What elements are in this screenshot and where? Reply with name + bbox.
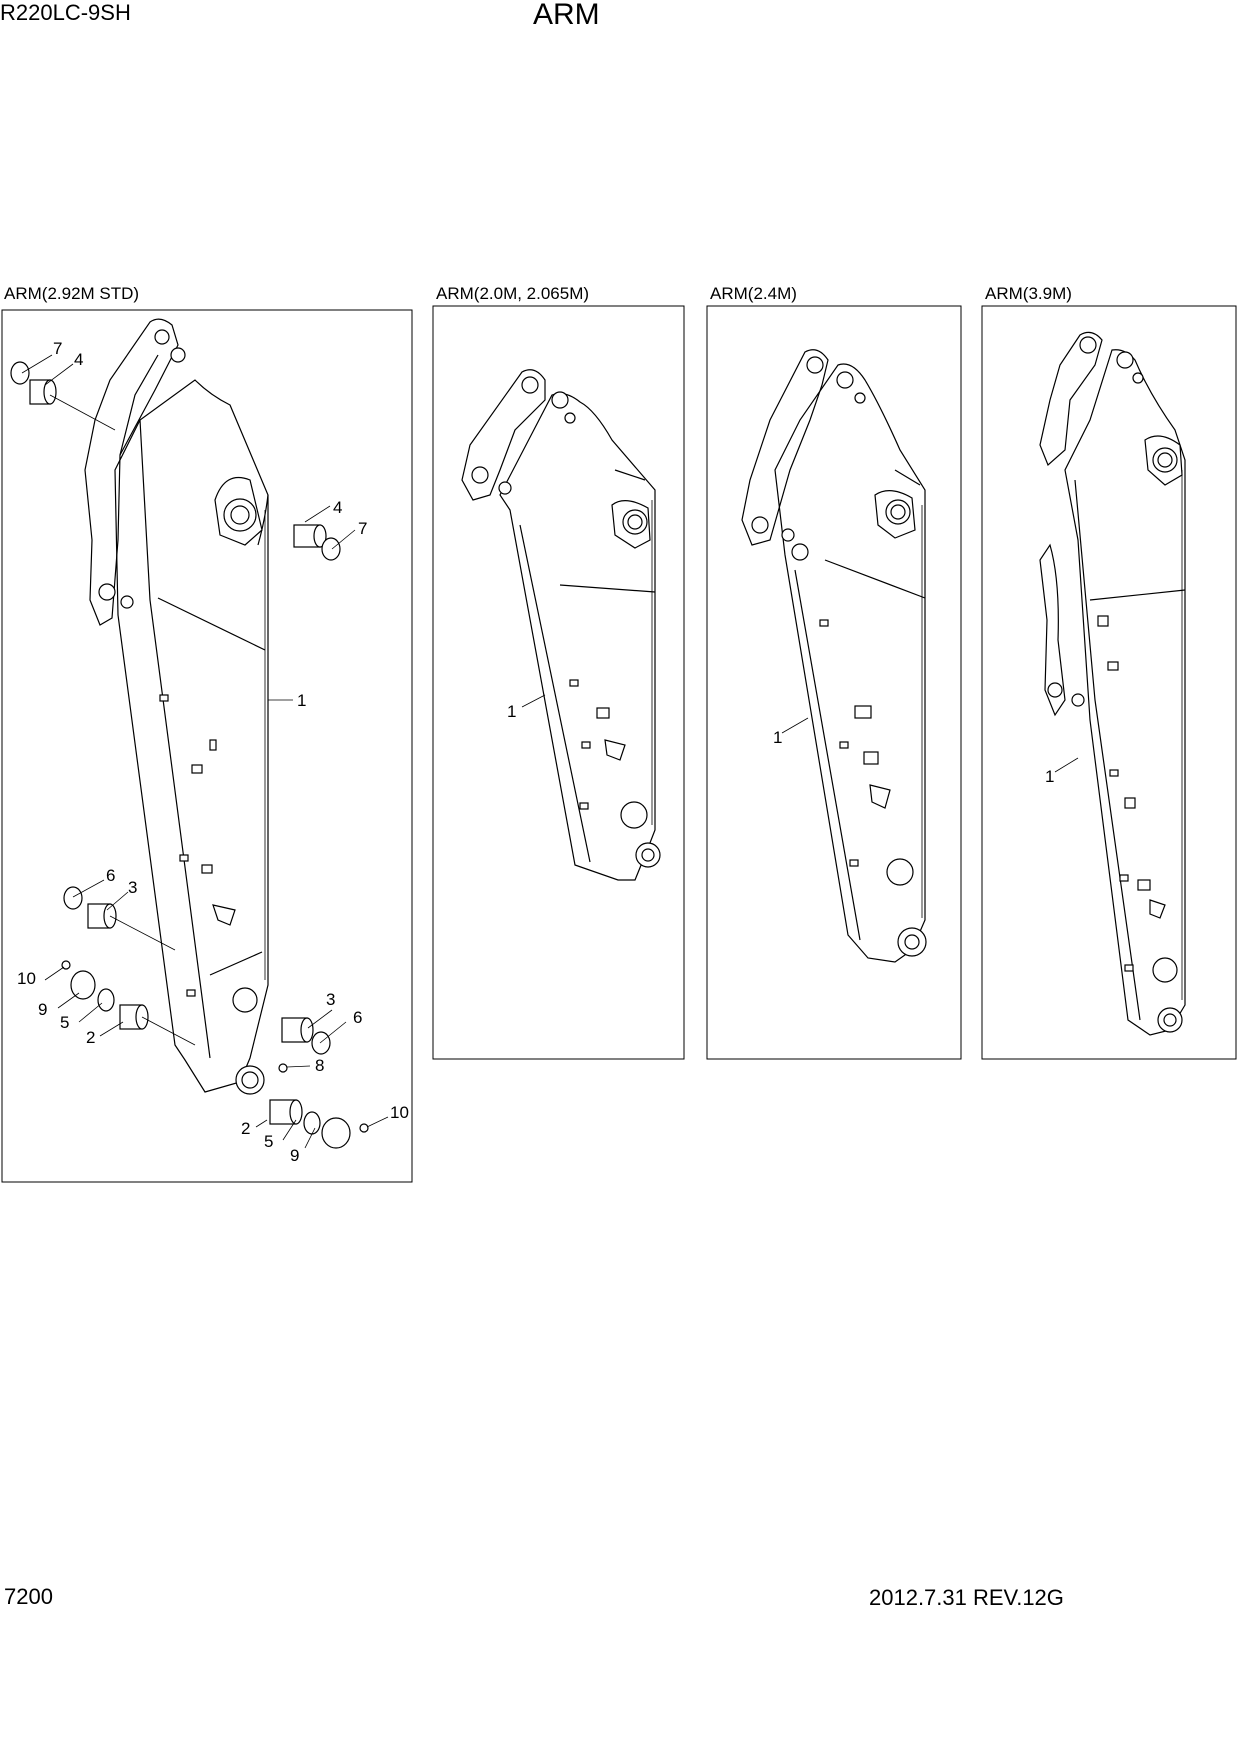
revision-date: 2012.7.31 REV.12G: [869, 1585, 1064, 1610]
model-number: R220LC-9SH: [0, 0, 131, 25]
callout-label: 8: [315, 1056, 324, 1075]
callout-label: 1: [1045, 767, 1054, 786]
panel-frame-arm24: [706, 305, 962, 1060]
panel-label-arm-3-9m: ARM(3.9M): [985, 284, 1072, 303]
callout-label: 6: [106, 866, 115, 885]
arm-2-0m-drawing: [461, 369, 661, 881]
panel-label-arm-2-4m: ARM(2.4M): [710, 284, 797, 303]
arm-2-4m-drawing: [741, 349, 927, 963]
callout-label: 9: [290, 1146, 299, 1165]
callout-label: 1: [507, 702, 516, 721]
panel-label-arm-2-92m-std: ARM(2.92M STD): [4, 284, 140, 303]
callout-label: 3: [128, 878, 137, 897]
callout-label: 4: [74, 350, 83, 369]
callout-label: 10: [390, 1103, 409, 1122]
callout-label: 1: [773, 728, 782, 747]
callout-label: 9: [38, 1000, 47, 1019]
callout-label: 2: [241, 1119, 250, 1138]
callouts-std: 7 4 4 7 1 6 3 10 9 5 2 3 6 8 2 5 9 10: [17, 339, 409, 1165]
panel-frame-arm39: [981, 305, 1237, 1060]
callout-label: 4: [333, 498, 342, 517]
callout-label: 1: [297, 691, 306, 710]
page-title: ARM: [533, 0, 600, 31]
callout-label: 6: [353, 1008, 362, 1027]
callout-label: 10: [17, 969, 36, 988]
callout-label: 5: [264, 1132, 273, 1151]
arm-std-drawing: [10, 318, 389, 1149]
panel-frame-arm20: [432, 305, 685, 1060]
panel-label-arm-2-0m: ARM(2.0M, 2.065M): [436, 284, 590, 303]
callout-label: 7: [53, 339, 62, 358]
arm-3-9m-drawing: [1039, 331, 1186, 1036]
callout-label: 3: [326, 990, 335, 1009]
panel-frame-std: [1, 309, 413, 1183]
callout-label: 2: [86, 1028, 95, 1047]
callout-label: 7: [358, 519, 367, 538]
page-number: 7200: [4, 1584, 53, 1609]
callout-label: 5: [60, 1013, 69, 1032]
